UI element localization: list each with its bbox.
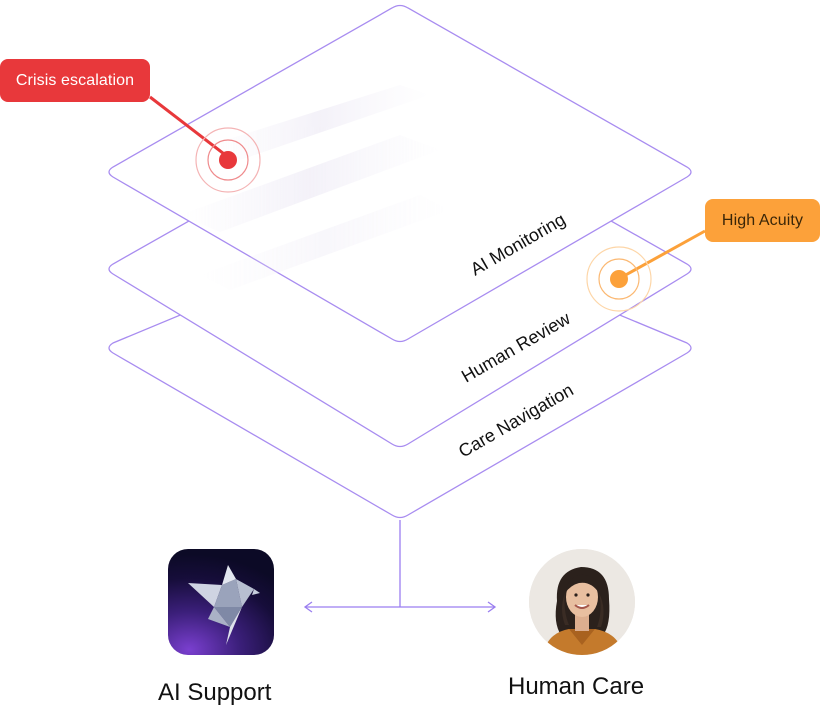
person-avatar	[529, 549, 635, 655]
high-acuity-badge: High Acuity	[705, 199, 820, 242]
crisis-escalation-badge: Crisis escalation	[0, 59, 150, 102]
crisis-marker	[149, 95, 261, 193]
connector	[303, 520, 497, 613]
human-care-label: Human Care	[508, 673, 645, 700]
ai-support-logo	[168, 549, 274, 655]
acuity-marker	[586, 229, 706, 312]
ai-support-label: AI Support	[158, 679, 272, 706]
origami-bird-icon	[188, 565, 260, 645]
haze-decoration	[180, 85, 450, 290]
human-care-avatar	[529, 549, 635, 655]
